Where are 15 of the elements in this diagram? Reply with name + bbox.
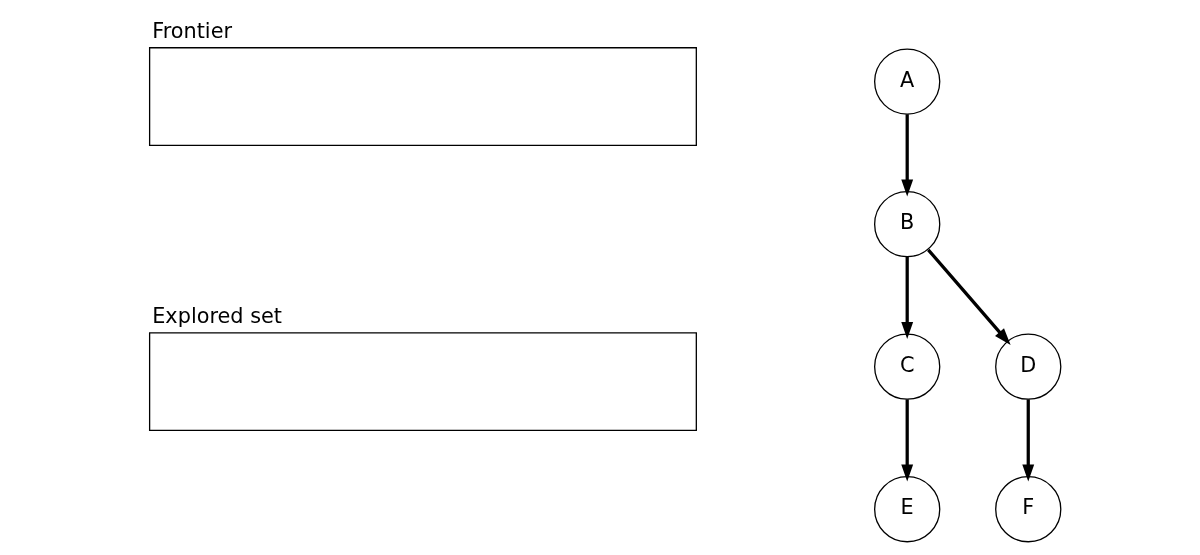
node-label: Frontier — [152, 19, 233, 44]
node-circle: E — [874, 476, 941, 543]
node-circle: C — [874, 333, 941, 400]
arrow — [901, 399, 914, 482]
node-box — [148, 47, 697, 147]
node-circle: F — [995, 476, 1062, 543]
arrow — [927, 248, 1011, 345]
node-circle: D — [995, 333, 1062, 400]
arrow — [1022, 399, 1035, 482]
arrow — [901, 256, 914, 339]
arrow — [901, 114, 914, 197]
node-box — [148, 332, 697, 432]
node-circle: B — [874, 190, 941, 258]
node-circle: A — [874, 48, 941, 115]
node-label: Explored set — [152, 304, 282, 329]
